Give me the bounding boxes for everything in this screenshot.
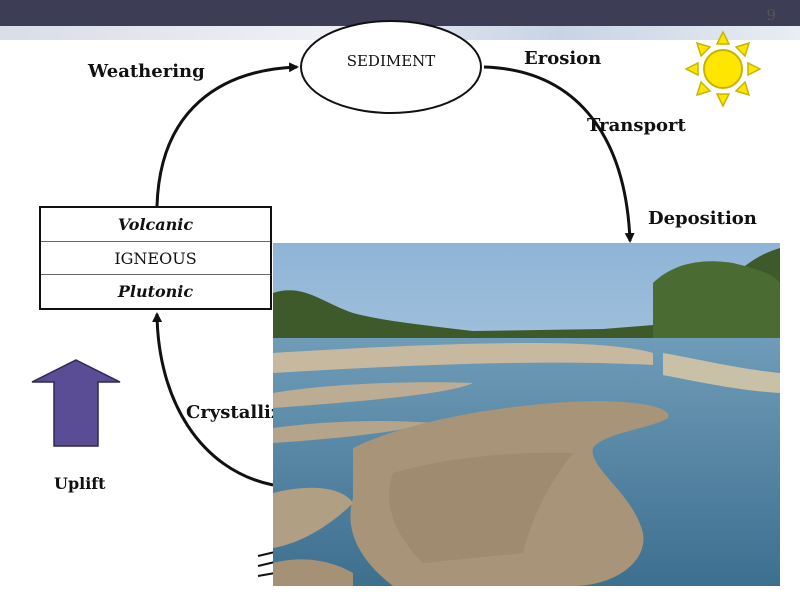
up-arrow-icon <box>31 359 121 447</box>
igneous-box: Volcanic IGNEOUS Plutonic <box>39 206 272 310</box>
slide-number: 9 <box>766 6 776 24</box>
transport-label: Transport <box>587 115 686 136</box>
sediment-label: SEDIMENT <box>346 52 436 70</box>
river-sandbar-photo <box>273 243 780 586</box>
erosion-label: Erosion <box>524 48 602 69</box>
crystallization-label: Crystalliz <box>186 402 282 423</box>
weathering-arrow <box>155 62 299 207</box>
igneous-volcanic: Volcanic <box>117 215 194 234</box>
weathering-label: Weathering <box>88 61 205 82</box>
sediment-node <box>300 20 482 114</box>
uplift-label: Uplift <box>54 474 106 493</box>
deposition-label: Deposition <box>648 208 757 229</box>
sun-icon <box>684 30 762 108</box>
igneous-title: IGNEOUS <box>41 241 270 274</box>
igneous-plutonic: Plutonic <box>41 274 270 307</box>
partial-arrow-lines <box>257 551 276 577</box>
crystallization-arrow <box>152 312 274 487</box>
transport-arrow <box>483 65 635 243</box>
